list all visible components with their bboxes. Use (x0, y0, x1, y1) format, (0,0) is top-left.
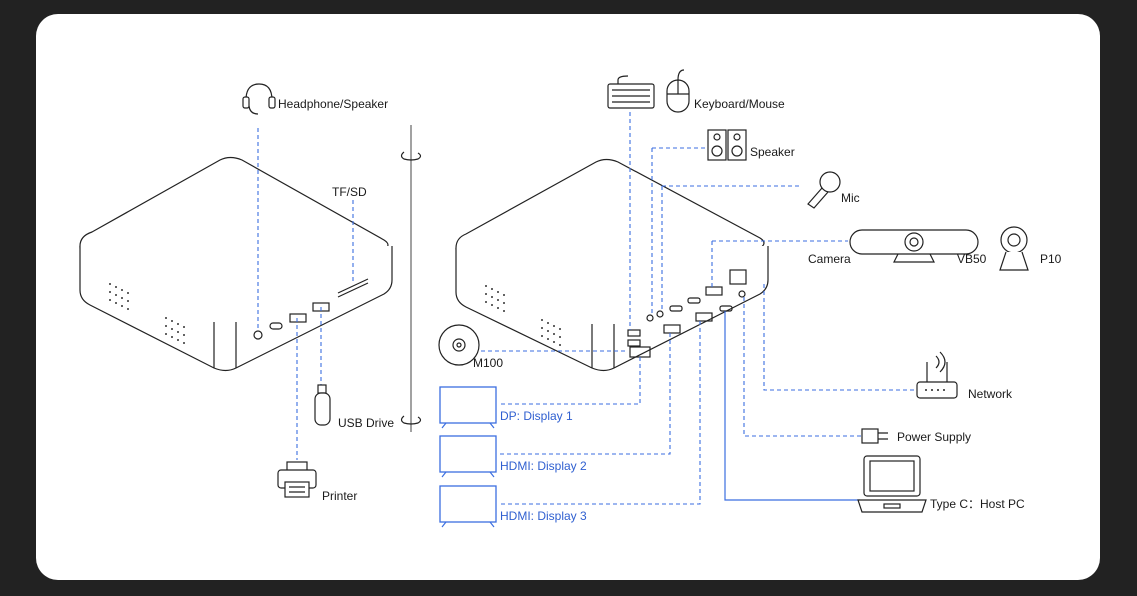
m100-label: M100 (473, 356, 503, 370)
m100-speakerphone-icon (438, 324, 480, 366)
vb50-camera-icon (849, 229, 979, 263)
display-2-label: HDMI: Display 2 (500, 459, 587, 473)
host-pc-label: Type C：Host PC (930, 497, 1025, 511)
hdmi-port-2 (695, 312, 713, 322)
type-c-port (719, 305, 733, 312)
camera-label: Camera (808, 252, 851, 266)
printer-label: Printer (322, 489, 357, 503)
laptop-icon (857, 455, 927, 513)
p10-camera-icon (999, 226, 1029, 271)
speaker-label: Speaker (750, 145, 795, 159)
rj45-port (729, 269, 747, 285)
power-supply-label: Power Supply (897, 430, 971, 444)
vb50-label: VB50 (957, 252, 987, 266)
keyboard-mouse-label: Keyboard/Mouse (694, 97, 785, 111)
router-icon (916, 351, 958, 399)
usb-drive-label: USB Drive (338, 416, 394, 430)
tf-sd-slot (337, 278, 369, 298)
headphone-label: Headphone/Speaker (278, 97, 388, 111)
display-3 (439, 485, 497, 528)
display-2 (439, 435, 497, 478)
left-mini-pc (79, 156, 393, 372)
dc-in-port (738, 290, 746, 298)
speaker-icon (707, 129, 747, 161)
keyboard-icon (607, 75, 655, 109)
audio-jack (253, 330, 263, 340)
mic-label: Mic (841, 191, 860, 205)
rotation-axis (400, 125, 422, 432)
usb-a-port-1 (289, 313, 307, 323)
display-3-label: HDMI: Display 3 (500, 509, 587, 523)
mic-icon (807, 171, 841, 209)
right-mini-pc (455, 158, 769, 372)
network-label: Network (968, 387, 1013, 401)
usb-c-port (269, 322, 283, 330)
tf-sd-label: TF/SD (332, 185, 367, 199)
usb-drive-icon (314, 384, 331, 426)
power-plug-icon (861, 428, 888, 444)
mouse-icon (666, 69, 690, 113)
headphone-icon (242, 83, 276, 115)
display-1-label: DP: Display 1 (500, 409, 573, 423)
vent-holes (109, 283, 185, 344)
hdmi-port-1 (663, 324, 681, 334)
display-1 (439, 386, 497, 429)
printer-icon (277, 461, 317, 498)
p10-label: P10 (1040, 252, 1062, 266)
